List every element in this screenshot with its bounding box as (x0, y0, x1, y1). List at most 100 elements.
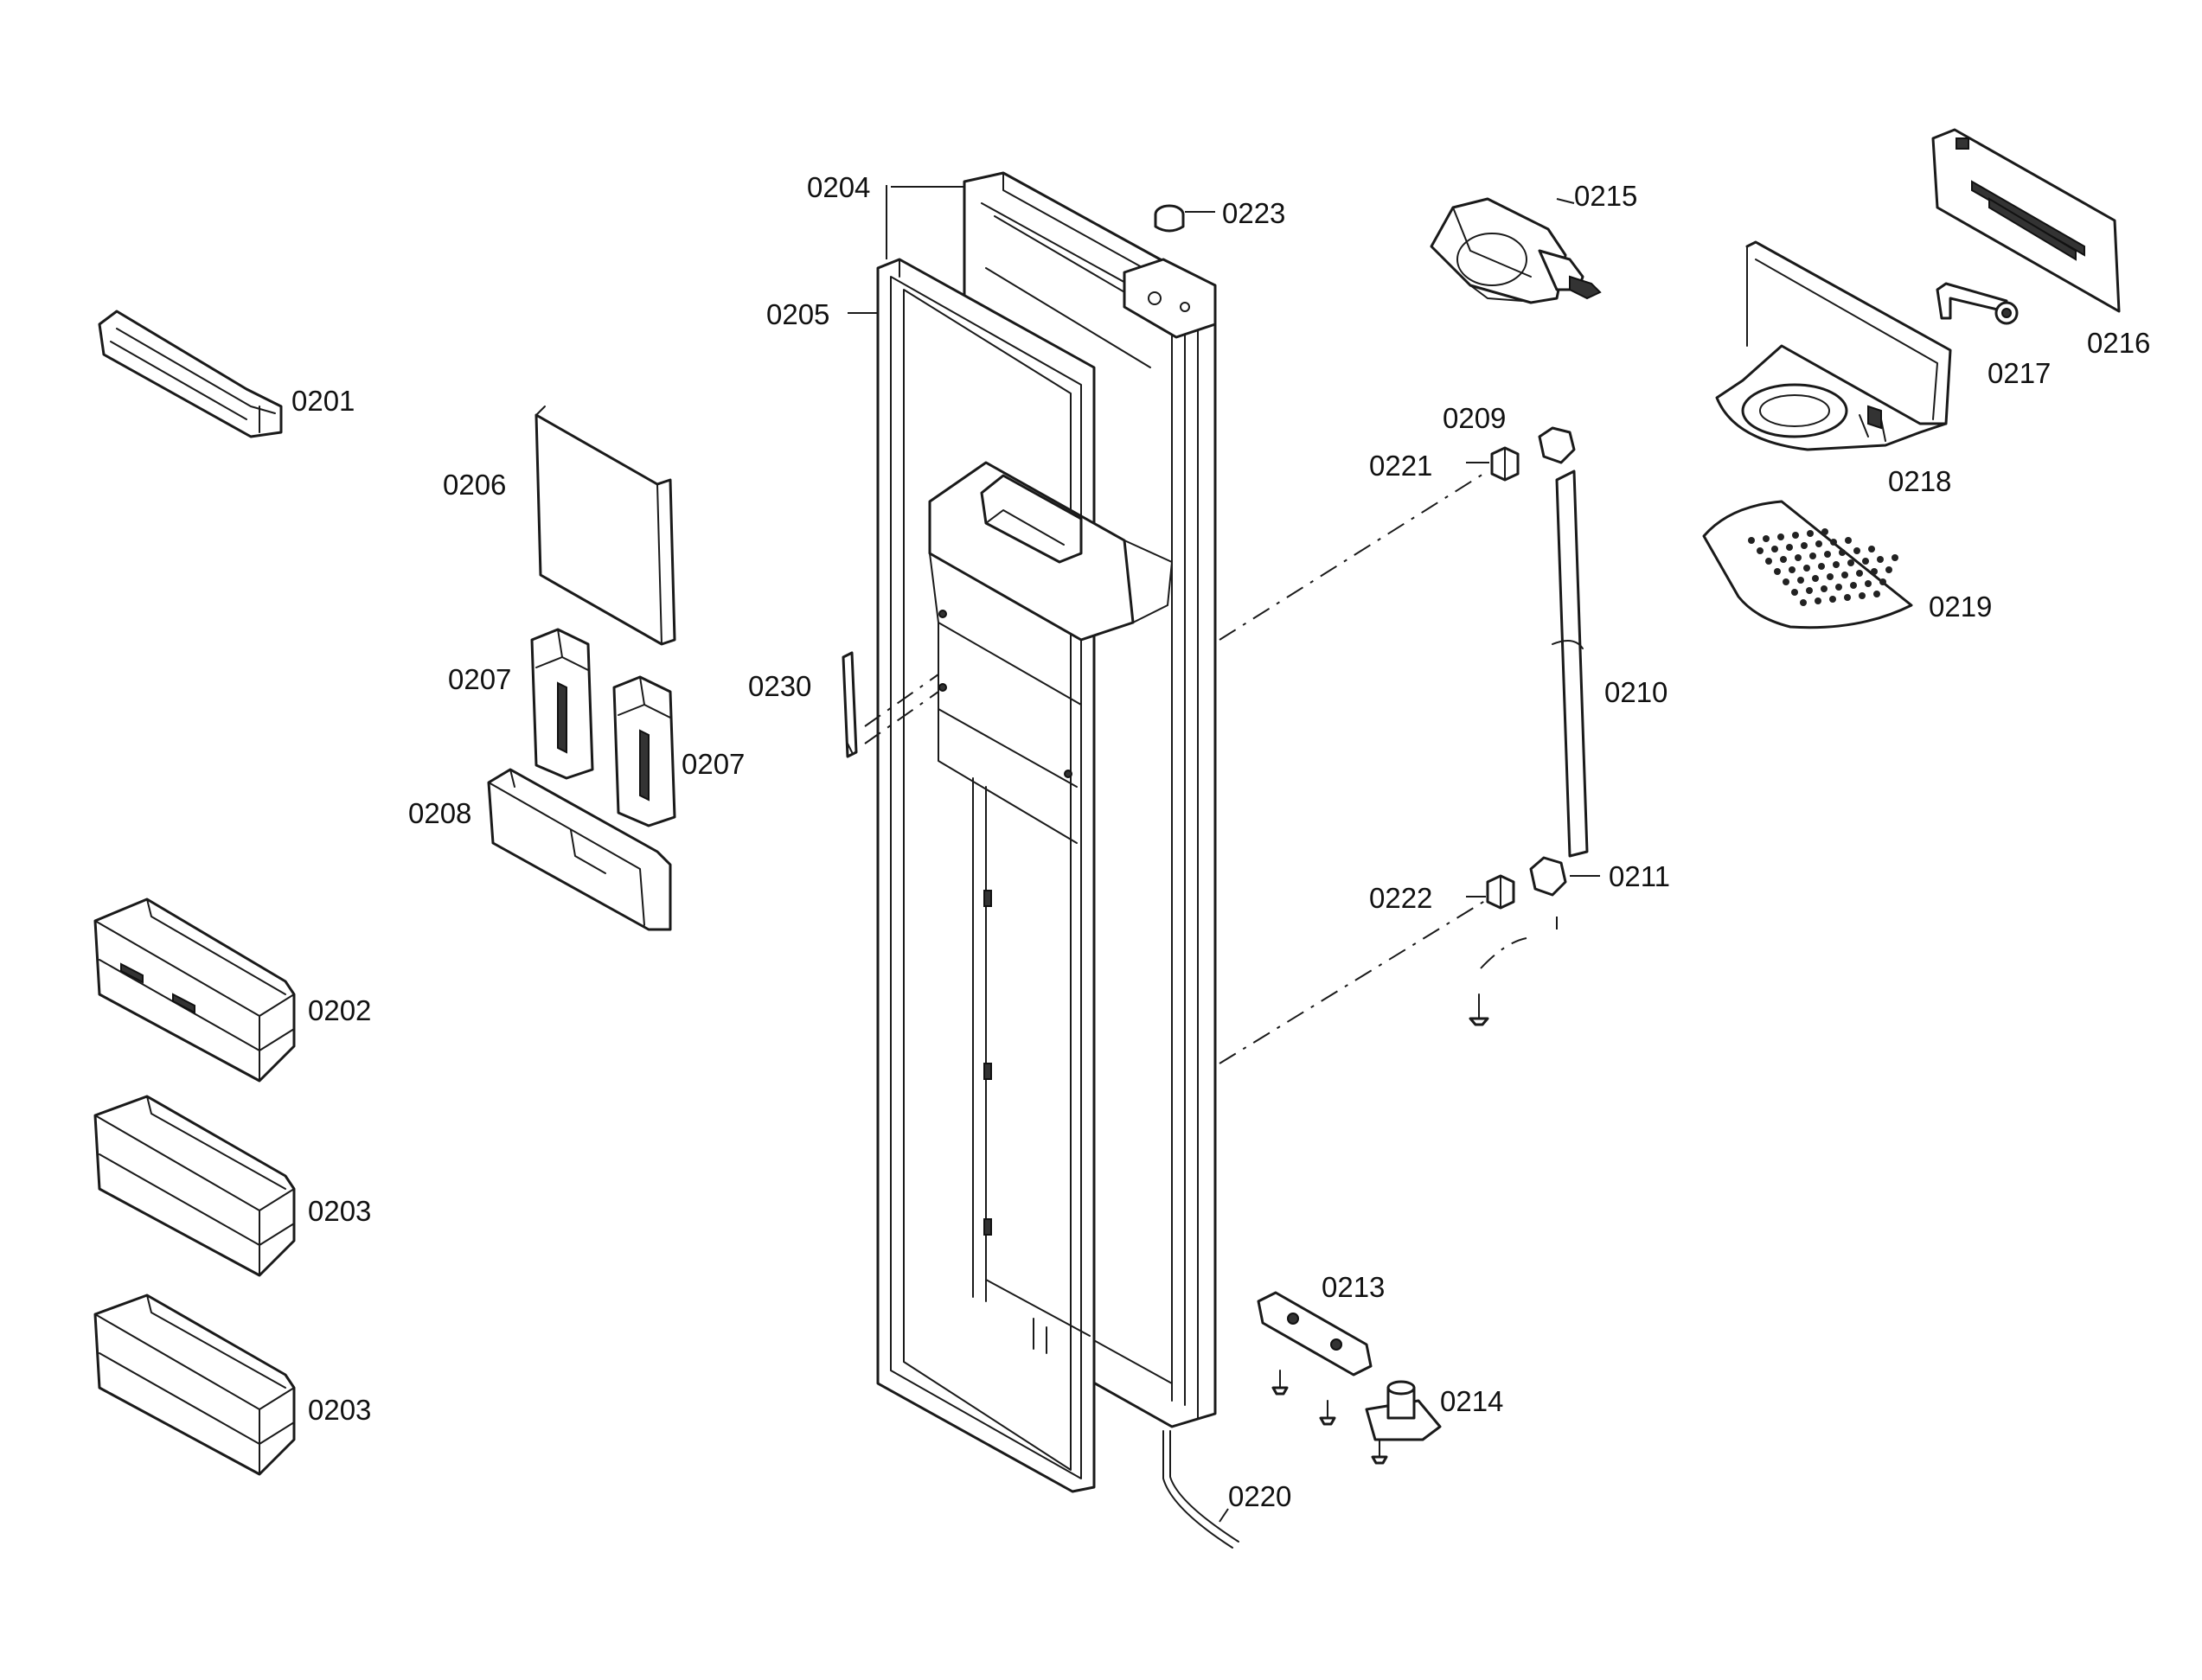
grille-hole (1853, 547, 1860, 554)
grille-hole (1862, 558, 1869, 565)
label-0223: 0223 (1222, 197, 1285, 229)
label-0210: 0210 (1604, 676, 1668, 708)
grille-hole (1748, 537, 1755, 544)
label-0211: 0211 (1609, 860, 1670, 892)
grille-hole (1812, 575, 1819, 582)
grille-hole (1786, 544, 1793, 551)
part-0203-door-bin-upper (93, 1095, 296, 1277)
grille-hole (1835, 584, 1842, 591)
part-0209-cap (1538, 426, 1576, 464)
grille-hole (1815, 540, 1822, 547)
grille-holes (1748, 528, 1898, 606)
label-0204: 0204 (807, 171, 870, 203)
grille-hole (1830, 539, 1837, 546)
part-0207-block-left (530, 628, 594, 780)
part-0202-door-bin (93, 897, 296, 1083)
part-0207-block-right (612, 675, 676, 827)
label-0202: 0202 (308, 994, 371, 1026)
part-0211-end-cap (1529, 856, 1567, 897)
grille-hole (1792, 532, 1799, 539)
label-0217: 0217 (1988, 357, 2051, 389)
grille-hole (1765, 558, 1772, 565)
part-0217-switch (1936, 282, 2019, 325)
label-0230: 0230 (748, 670, 811, 702)
assembly-lines (864, 470, 1558, 1064)
grille-hole (1821, 528, 1828, 535)
part-0210-trim-strip (1552, 470, 1589, 858)
label-0221: 0221 (1369, 450, 1432, 482)
grille-hole (1821, 585, 1828, 592)
label-0203-lower: 0203 (308, 1394, 371, 1426)
grille-hole (1847, 559, 1854, 566)
part-labels: 0201 0202 0203 0203 0204 0205 0206 0207 … (291, 171, 2150, 1512)
grille-hole (1885, 566, 1892, 573)
grille-hole (1807, 530, 1814, 537)
part-0221-clip (1490, 446, 1520, 482)
grille-hole (1839, 549, 1846, 556)
grille-hole (1809, 553, 1816, 559)
label-0206: 0206 (443, 469, 506, 501)
grille-hole (1797, 577, 1804, 584)
grille-hole (1850, 582, 1857, 589)
label-0218: 0218 (1888, 465, 1951, 497)
grille-hole (1892, 554, 1898, 561)
grille-hole (1777, 533, 1784, 540)
grille-hole (1763, 535, 1770, 542)
grille-hole (1856, 570, 1863, 577)
grille-hole (1841, 572, 1848, 578)
part-door-inner-detail (972, 777, 1091, 1354)
part-dispenser-housing (928, 461, 1173, 844)
grille-hole (1873, 591, 1880, 597)
part-0213-hinge (1257, 1291, 1373, 1377)
part-0214-hinge-pin (1365, 1380, 1442, 1441)
grille-hole (1780, 556, 1787, 563)
grille-hole (1803, 565, 1810, 572)
grille-hole (1829, 596, 1836, 603)
label-0205: 0205 (766, 298, 829, 330)
part-0220-cable (1162, 1430, 1239, 1549)
label-0216: 0216 (2087, 327, 2150, 359)
part-0222-clip (1486, 874, 1515, 910)
part-screw-0211 (1469, 993, 1489, 1026)
grille-hole (1815, 597, 1821, 604)
part-0218-housing (1715, 240, 1952, 451)
grille-hole (1833, 561, 1840, 568)
grille-hole (1879, 578, 1886, 585)
grille-hole (1818, 563, 1825, 570)
label-0208: 0208 (408, 797, 471, 829)
grille-hole (1791, 589, 1798, 596)
part-0201-shelf (98, 310, 283, 438)
label-0220: 0220 (1228, 1480, 1291, 1512)
grille-hole (1771, 546, 1778, 553)
grille-hole (1877, 556, 1884, 563)
part-hinge-screws (1271, 1370, 1388, 1465)
grille-hole (1845, 537, 1852, 544)
part-0206-cover (534, 406, 676, 646)
grille-hole (1859, 592, 1866, 599)
part-0203-door-bin-lower (93, 1294, 296, 1476)
grille-hole (1789, 566, 1796, 573)
label-0207-right: 0207 (682, 748, 745, 780)
grille-hole (1801, 542, 1808, 549)
grille-hole (1795, 554, 1802, 561)
grille-hole (1824, 551, 1831, 558)
grille-hole (1757, 547, 1764, 554)
grille-hole (1868, 546, 1875, 553)
grille-hole (1806, 587, 1813, 594)
part-0219-grille (1702, 500, 1913, 629)
label-0222: 0222 (1369, 882, 1432, 914)
grille-hole (1871, 568, 1878, 575)
label-0213: 0213 (1322, 1271, 1385, 1303)
grille-hole (1800, 599, 1807, 606)
label-0203-upper: 0203 (308, 1195, 371, 1227)
label-0201: 0201 (291, 385, 355, 417)
label-0207-left: 0207 (448, 663, 511, 695)
leader-lines (848, 185, 1600, 1523)
part-0215-chute-motor (1430, 197, 1602, 304)
part-0230-bracket (842, 651, 858, 758)
part-0216-control-board (1931, 128, 2121, 313)
label-0209: 0209 (1443, 402, 1506, 434)
part-0208-tray (487, 768, 672, 931)
label-0219: 0219 (1929, 591, 1992, 623)
